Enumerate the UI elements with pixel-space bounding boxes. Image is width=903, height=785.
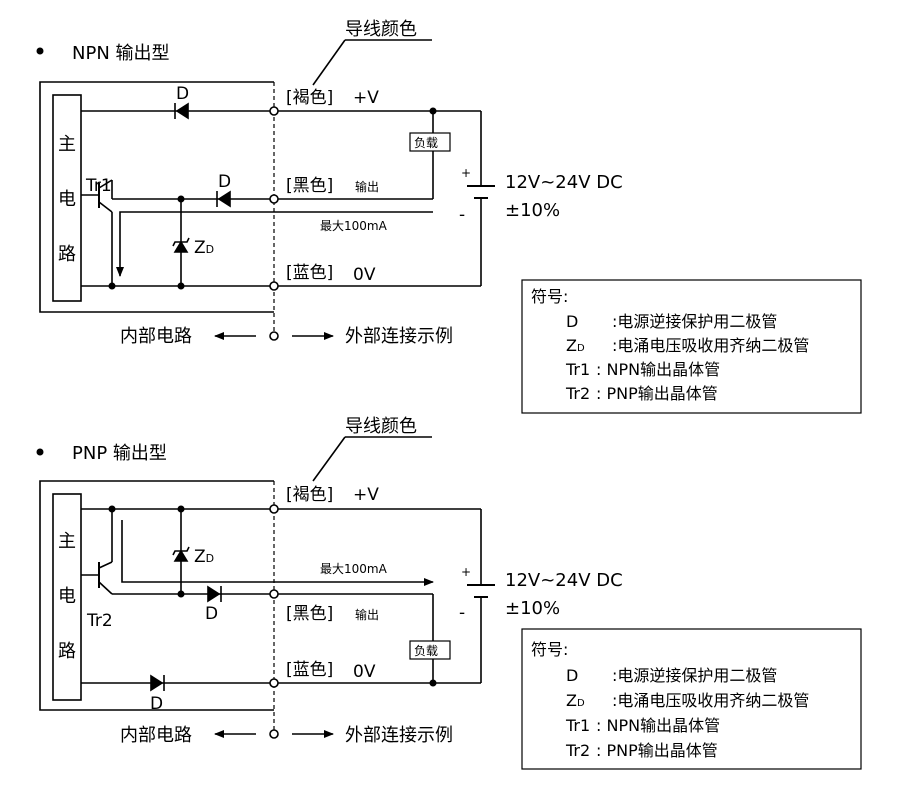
- legend-symbol-tr2: Tr2: [565, 384, 590, 403]
- pnp-plus: +: [461, 565, 471, 579]
- npn-section: [36, 39, 495, 341]
- pnp-terminal-brown: [269, 504, 279, 514]
- pnp-wire-color-pointer: [312, 436, 346, 482]
- pnp-wire-brown-signal: +V: [353, 485, 379, 505]
- pnp-wire-black-label: [黑色]: [286, 604, 333, 624]
- legend-title: 符号:: [531, 287, 568, 306]
- npn-text: NPN 输出型 导线颜色 主 电 路 Tr1 D D ZD [褐色] +V [黑…: [58, 19, 623, 347]
- legend-symbol-zd: ZD: [566, 336, 585, 355]
- npn-plus: +: [461, 166, 471, 180]
- npn-terminal-black: [269, 194, 279, 204]
- legend-symbol-tr1: Tr1: [565, 360, 590, 379]
- pnp-diode-output: [207, 585, 221, 603]
- npn-wire-blue-signal: 0V: [353, 265, 376, 285]
- npn-terminal-blue: [269, 281, 279, 291]
- legend-symbol-tr1: Tr1: [565, 716, 590, 735]
- legend-box-2: 符号: D :电源逆接保护用二极管 ZD :电涌电压吸收用齐纳二极管 Tr1 :…: [521, 628, 862, 770]
- npn-diode-top-label: D: [176, 84, 189, 104]
- pnp-bullet: [36, 448, 44, 456]
- pnp-current-arrow: [121, 520, 434, 586]
- pnp-wire-blue-signal: 0V: [353, 662, 376, 682]
- legend-desc-tr2: : PNP输出晶体管: [596, 384, 718, 403]
- npn-diode-top: [175, 102, 189, 120]
- legend-desc-d: :电源逆接保护用二极管: [612, 312, 777, 331]
- pnp-section: [36, 436, 495, 739]
- pnp-main-char-3: 路: [58, 641, 76, 662]
- legend-desc-tr1: : NPN输出晶体管: [596, 360, 720, 379]
- npn-max-current: 最大100mA: [320, 219, 388, 233]
- legend-desc-zd: :电涌电压吸收用齐纳二极管: [612, 336, 809, 355]
- npn-internal-label: 内部电路: [120, 326, 192, 347]
- npn-diode-output: [217, 190, 231, 208]
- npn-title: NPN 输出型: [72, 43, 170, 64]
- npn-wire-black-signal: 输出: [355, 179, 379, 194]
- pnp-supply-voltage: 12V~24V DC: [505, 570, 623, 591]
- npn-main-circuit-block: [52, 94, 82, 302]
- pnp-wire-brown-label: [褐色]: [286, 485, 333, 505]
- pnp-main-char-2: 电: [58, 586, 76, 607]
- pnp-load: [409, 640, 451, 660]
- pnp-zener: [173, 549, 189, 562]
- pnp-internal-label: 内部电路: [120, 725, 192, 746]
- legend-symbol-tr2: Tr2: [565, 741, 590, 760]
- pnp-wire-blue-label: [蓝色]: [286, 660, 333, 680]
- npn-external-label: 外部连接示例: [345, 326, 453, 347]
- npn-wire-color-pointer: [312, 39, 346, 86]
- legend-desc-d: :电源逆接保护用二极管: [612, 666, 777, 685]
- npn-main-char-3: 路: [58, 244, 76, 265]
- pnp-main-circuit-block: [52, 493, 82, 701]
- pnp-zener-label: ZD: [194, 547, 214, 567]
- npn-wire-blue-label: [蓝色]: [286, 263, 333, 283]
- npn-wire-brown-label: [褐色]: [286, 88, 333, 108]
- npn-bullet: [36, 47, 44, 55]
- legend-desc-tr1: : NPN输出晶体管: [596, 716, 720, 735]
- pnp-wire-black-signal: 输出: [355, 607, 379, 622]
- pnp-text: PNP 输出型 导线颜色 主 电 路 Tr2 ZD D D [褐色] +V 最大…: [58, 416, 623, 746]
- pnp-terminal-blue: [269, 678, 279, 688]
- pnp-internal-box: [39, 480, 274, 711]
- npn-minus: -: [459, 205, 465, 225]
- npn-supply-tolerance: ±10%: [505, 200, 560, 221]
- npn-current-arrow: [116, 211, 433, 277]
- npn-internal-box: [39, 81, 274, 313]
- pnp-wire-color-title: 导线颜色: [345, 416, 417, 437]
- legend-desc-zd: :电涌电压吸收用齐纳二极管: [612, 691, 809, 710]
- legend-symbol-d: D: [566, 312, 578, 331]
- pnp-transistor-label: Tr2: [86, 611, 113, 631]
- npn-supply-voltage: 12V~24V DC: [505, 172, 623, 193]
- legend-desc-tr2: : PNP输出晶体管: [596, 741, 718, 760]
- npn-wire-black-label: [黑色]: [286, 176, 333, 196]
- pnp-max-current: 最大100mA: [320, 562, 388, 576]
- pnp-external-label: 外部连接示例: [345, 725, 453, 746]
- legend-symbol-d: D: [566, 666, 578, 685]
- pnp-terminal-black: [269, 589, 279, 599]
- pnp-load-label: 负载: [414, 644, 438, 658]
- pnp-diode-bottom-label: D: [150, 694, 163, 714]
- pnp-diode-output-label: D: [205, 604, 218, 624]
- npn-wire-brown-signal: +V: [353, 88, 379, 108]
- pnp-diode-bottom: [150, 674, 164, 692]
- legend-title: 符号:: [531, 640, 568, 659]
- pnp-minus: -: [459, 603, 465, 623]
- pnp-supply-tolerance: ±10%: [505, 598, 560, 619]
- npn-zener: [173, 240, 189, 253]
- npn-zener-label: ZD: [194, 238, 214, 258]
- npn-transistor-label: Tr1: [85, 176, 112, 196]
- npn-diode-output-label: D: [218, 172, 231, 192]
- npn-main-char-1: 主: [58, 134, 76, 155]
- npn-terminal-brown: [269, 106, 279, 116]
- npn-load: [409, 132, 451, 152]
- npn-main-char-2: 电: [58, 189, 76, 210]
- pnp-title: PNP 输出型: [72, 443, 167, 464]
- npn-wire-color-title: 导线颜色: [345, 19, 417, 40]
- pnp-main-char-1: 主: [58, 531, 76, 552]
- legend-box-1: 符号: D :电源逆接保护用二极管 ZD :电涌电压吸收用齐纳二极管 Tr1 :…: [521, 279, 862, 414]
- legend-symbol-zd: ZD: [566, 691, 585, 710]
- npn-load-label: 负载: [414, 136, 438, 150]
